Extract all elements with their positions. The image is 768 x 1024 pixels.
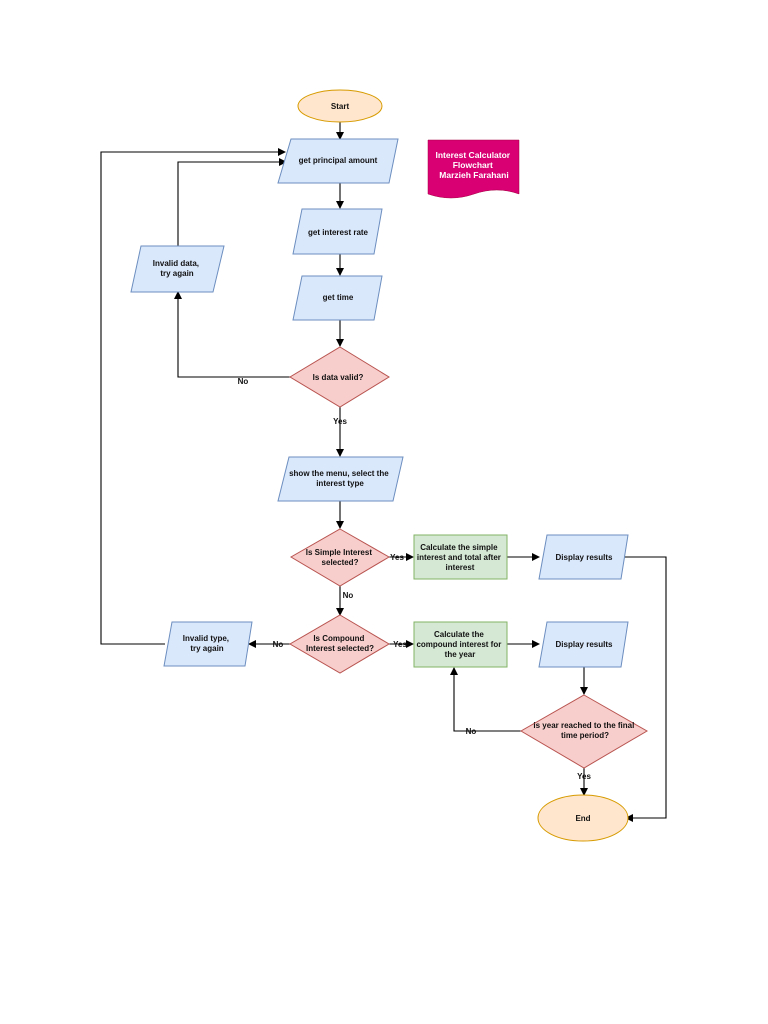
is-year-label: is year reached to the final time period… bbox=[533, 721, 636, 740]
is-year-decision: is year reached to the final time period… bbox=[520, 694, 648, 769]
show-menu-label: show the menu, select the interest type bbox=[289, 469, 391, 488]
get-principal-shape bbox=[277, 138, 399, 184]
edge-invalid-type-to-principal bbox=[100, 148, 286, 645]
end-shape bbox=[537, 794, 629, 842]
get-principal-input: get principal amount bbox=[277, 138, 399, 184]
calc-simple-label: Calculate the simple interest and total … bbox=[417, 543, 503, 572]
edge-label-simple-yes: Yes bbox=[390, 553, 404, 562]
get-rate-label: get interest rate bbox=[308, 228, 369, 237]
edge-invalid-data-to-principal bbox=[177, 158, 287, 246]
is-compound-decision: Is Compound Interest selected? bbox=[289, 614, 390, 674]
edge-labels: No Yes Yes No Yes No No Yes bbox=[238, 377, 592, 781]
edge-label-valid-no: No bbox=[238, 377, 249, 386]
invalid-type-shape bbox=[163, 621, 253, 667]
display-simple-shape bbox=[538, 534, 629, 580]
edge-display-simple-to-end bbox=[622, 556, 667, 822]
invalid-data-output: Invalid data, try again bbox=[130, 245, 225, 293]
is-data-valid-decision: Is data valid? bbox=[289, 346, 390, 408]
calc-simple-shape bbox=[413, 534, 508, 580]
nodes: Start get principal amount Interest Calc… bbox=[130, 89, 648, 842]
title-box-shape bbox=[427, 139, 520, 199]
end-terminal: End bbox=[537, 794, 629, 842]
calc-simple-process: Calculate the simple interest and total … bbox=[413, 534, 508, 580]
edge-year-no-to-calc bbox=[450, 667, 521, 732]
invalid-type-label: Invalid type, try again bbox=[183, 634, 231, 653]
start-terminal: Start bbox=[297, 89, 383, 123]
invalid-type-output: Invalid type, try again bbox=[163, 621, 253, 667]
edge-label-year-yes: Yes bbox=[577, 772, 591, 781]
is-compound-shape bbox=[289, 614, 390, 674]
display-simple-output: Display results bbox=[538, 534, 629, 580]
title-box: Interest Calculator Flowchart Marzieh Fa… bbox=[427, 139, 520, 199]
edge-label-simple-no: No bbox=[343, 591, 354, 600]
is-data-valid-shape bbox=[289, 346, 390, 408]
display-simple-label: Display results bbox=[556, 553, 613, 562]
display-compound-label: Display results bbox=[556, 640, 613, 649]
edge-label-compound-yes: Yes bbox=[393, 640, 407, 649]
get-time-shape bbox=[292, 275, 383, 321]
get-time-label: get time bbox=[323, 293, 354, 302]
start-shape bbox=[297, 89, 383, 123]
get-rate-input: get interest rate bbox=[292, 208, 383, 255]
edge-label-year-no: No bbox=[466, 727, 477, 736]
is-year-shape bbox=[520, 694, 648, 769]
end-label: End bbox=[575, 814, 590, 823]
is-simple-label: Is Simple Interest selected? bbox=[306, 548, 374, 567]
get-time-input: get time bbox=[292, 275, 383, 321]
edge-label-valid-yes: Yes bbox=[333, 417, 347, 426]
invalid-data-label: Invalid data, try again bbox=[153, 259, 201, 278]
invalid-data-shape bbox=[130, 245, 225, 293]
display-compound-shape bbox=[538, 621, 629, 668]
edge-valid-no-to-invalid-data bbox=[174, 291, 290, 378]
is-simple-shape bbox=[290, 528, 390, 587]
edge-label-compound-no: No bbox=[273, 640, 284, 649]
is-simple-decision: Is Simple Interest selected? bbox=[290, 528, 390, 587]
is-data-valid-label: Is data valid? bbox=[313, 373, 364, 382]
show-menu-shape bbox=[277, 456, 404, 502]
display-compound-output: Display results bbox=[538, 621, 629, 668]
get-rate-shape bbox=[292, 208, 383, 255]
calc-compound-process: Calculate the compound interest for the … bbox=[413, 621, 508, 668]
show-menu-input: show the menu, select the interest type bbox=[277, 456, 404, 502]
start-label: Start bbox=[331, 102, 350, 111]
get-principal-label: get principal amount bbox=[299, 156, 378, 165]
connectors bbox=[100, 122, 667, 822]
calc-compound-label: Calculate the compound interest for the … bbox=[416, 630, 503, 659]
is-compound-label: Is Compound Interest selected? bbox=[306, 634, 374, 653]
title-box-text: Interest Calculator Flowchart Marzieh Fa… bbox=[435, 150, 512, 180]
calc-compound-shape bbox=[413, 621, 508, 668]
